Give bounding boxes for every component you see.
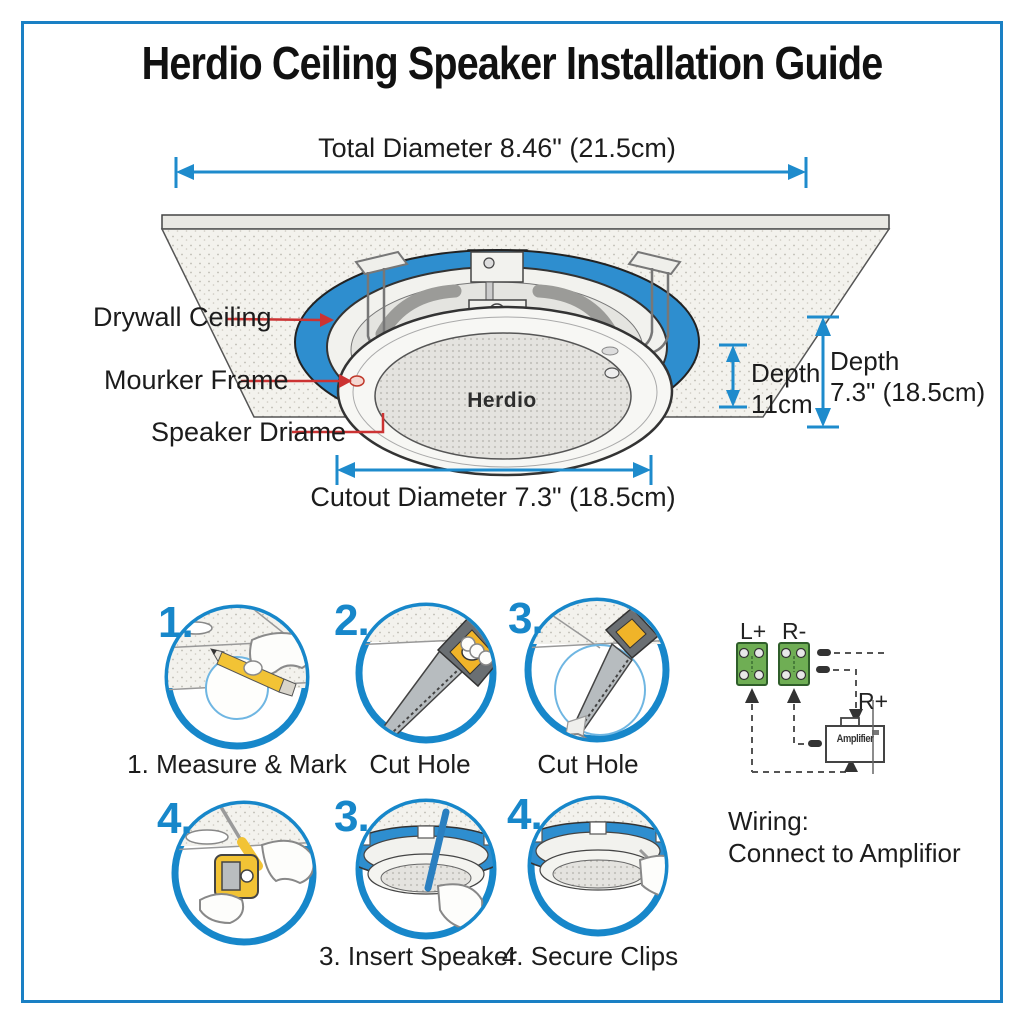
mounting-bracket-right xyxy=(627,250,682,356)
hand-illustration xyxy=(638,854,665,900)
amplifier-label: Amplifier xyxy=(836,733,874,745)
page-border xyxy=(21,21,1003,1003)
terminal-right-label: R- xyxy=(782,618,807,644)
terminal-block-left xyxy=(736,642,768,686)
step3-caption: Cut Hole xyxy=(537,749,639,779)
step2-circle-cut-hole xyxy=(355,602,497,744)
depth-side-value: 11cm xyxy=(751,389,813,420)
bezel-screw-right xyxy=(604,367,620,379)
step3-number: 3. xyxy=(508,594,544,643)
depth-overall-annotation: Depth 7.3" (18.5cm) xyxy=(830,346,985,408)
step5-caption: 3. Insert Speaker xyxy=(319,941,517,971)
total-diameter-label: Total Diameter 8.46" (21.5cm) xyxy=(318,133,676,163)
dimension-arrows xyxy=(174,157,839,485)
speaker-grille xyxy=(374,332,632,460)
bezel-badge xyxy=(601,346,619,356)
wiring-caption-text: Connect to Amplifior xyxy=(728,838,961,868)
terminal-block-right xyxy=(778,642,810,686)
wire-connectors xyxy=(745,649,863,772)
page-title: Herdio Ceiling Speaker Installation Guid… xyxy=(141,37,884,89)
terminal-left-label: L+ xyxy=(740,618,767,644)
hand-illustration xyxy=(260,839,313,885)
step1-number: 1. xyxy=(158,598,194,647)
step6-caption: 4. Secure Clips xyxy=(501,941,679,971)
speaker-driver-label: Speaker Driame xyxy=(151,417,347,447)
leader-lines xyxy=(225,313,385,434)
step5-circle-insert-speaker xyxy=(355,798,497,940)
step1-caption: 1. Measure & Mark xyxy=(127,749,347,779)
depth-overall-word: Depth xyxy=(830,346,900,376)
brand-logo-text: Herdio xyxy=(467,389,537,412)
step5-number: 3. xyxy=(334,792,370,841)
step1-circle-measure-mark xyxy=(164,604,310,750)
step6-number: 4. xyxy=(507,790,543,839)
step2-number: 2. xyxy=(334,596,370,645)
vent-slot-left xyxy=(375,284,462,341)
speaker-illustration xyxy=(294,249,700,477)
drywall-ceiling-label: Drywall Ceiling xyxy=(93,302,272,332)
step4-circle-tools xyxy=(171,800,317,946)
amplifier-box xyxy=(825,700,885,774)
wiring-diagram xyxy=(736,642,885,774)
step2-caption: Cut Hole xyxy=(369,749,471,779)
mounting-frame-label: Mourker Frame xyxy=(104,365,289,395)
screwdriver-icon xyxy=(216,804,244,843)
wiring-caption-title: Wiring: xyxy=(728,806,809,836)
cutout-diameter-label: Cutout Diameter 7.3" (18.5cm) xyxy=(310,482,676,512)
tool-icon xyxy=(424,808,450,892)
depth-side-annotation: Depth 11cm xyxy=(751,358,820,420)
depth-overall-value: 7.3" (18.5cm) xyxy=(830,377,986,408)
step4-number: 4. xyxy=(157,794,193,843)
depth-side-word: Depth xyxy=(751,358,821,388)
output-label: R+ xyxy=(858,688,889,714)
